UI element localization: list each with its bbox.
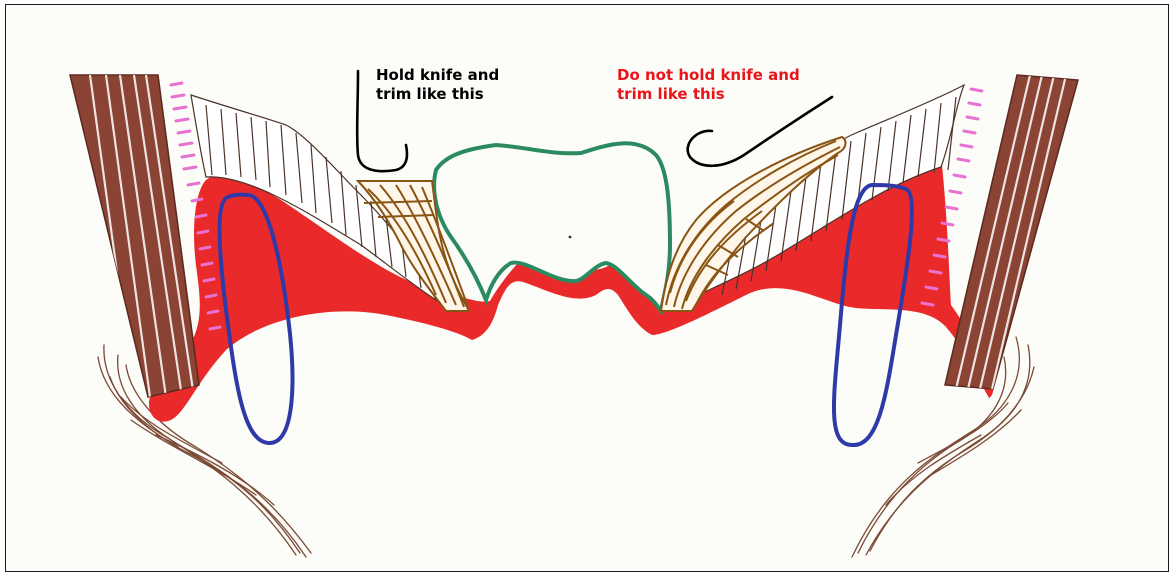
hair-tuft-right — [852, 337, 1034, 557]
caption-incorrect-line-2: trim like this — [617, 85, 725, 103]
caption-correct-technique: Hold knife and trim like this — [376, 66, 499, 104]
ink-dot — [569, 236, 572, 239]
muscle-right — [945, 75, 1078, 389]
caption-correct-line-1: Hold knife and — [376, 66, 499, 84]
caption-correct-line-2: trim like this — [376, 85, 484, 103]
caption-incorrect-technique: Do not hold knife and trim like this — [617, 66, 800, 104]
muscle-left — [70, 75, 199, 397]
illustration-frame: Hold knife and trim like this Do not hol… — [5, 4, 1169, 572]
caption-incorrect-line-1: Do not hold knife and — [617, 66, 800, 84]
dental-trimming-diagram — [6, 5, 1169, 572]
